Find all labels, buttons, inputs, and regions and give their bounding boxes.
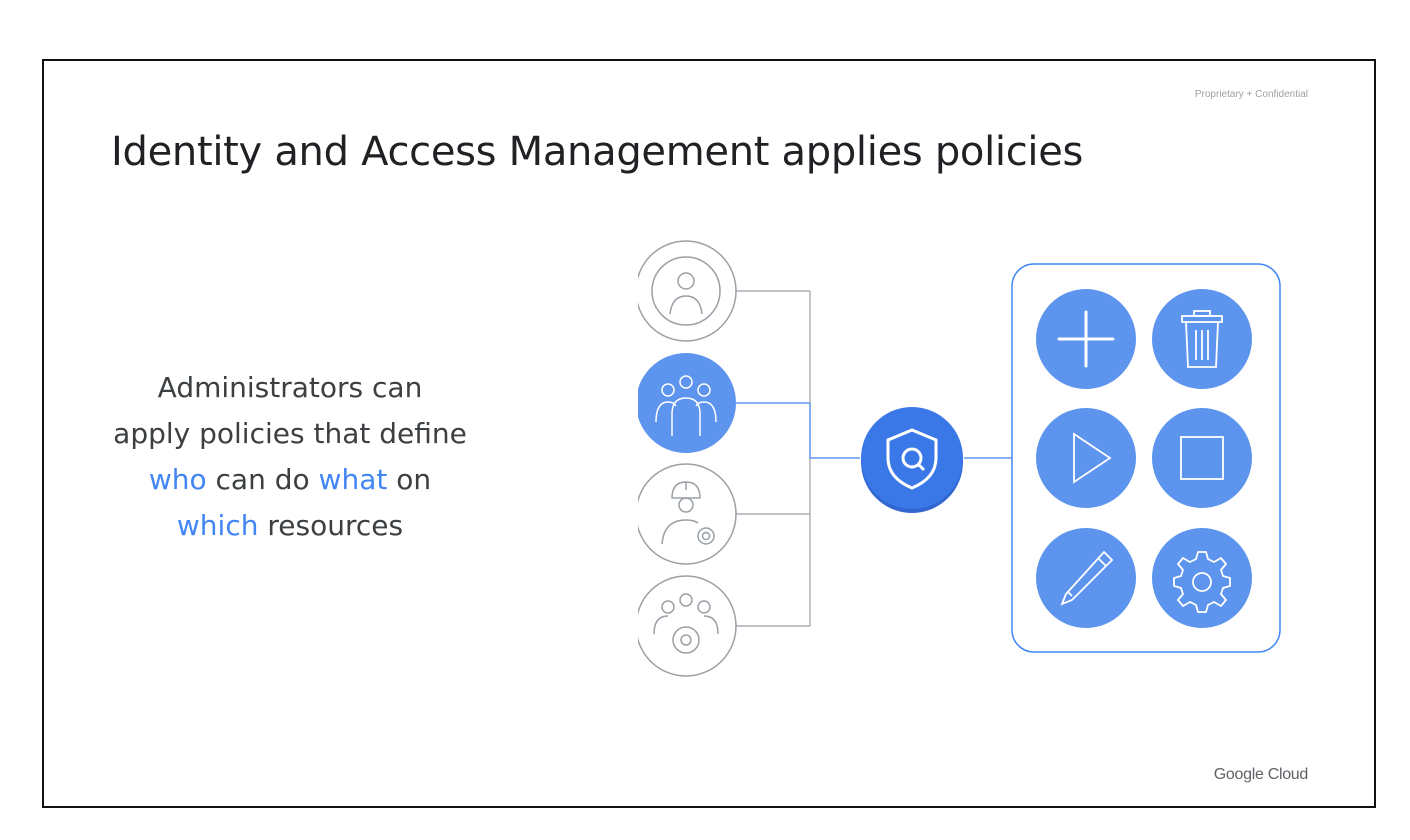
settings-icon xyxy=(1152,528,1252,628)
worker-icon xyxy=(638,463,737,565)
body-line-3: who can do what on xyxy=(84,457,496,503)
slide: Proprietary + Confidential Identity and … xyxy=(42,59,1376,808)
delete-icon xyxy=(1152,289,1252,389)
page-title: Identity and Access Management applies p… xyxy=(111,129,1084,175)
resources-text: resources xyxy=(258,509,404,542)
stop-icon xyxy=(1152,408,1252,508)
connector-lines xyxy=(736,290,1012,627)
body-line-2: apply policies that define xyxy=(113,417,467,450)
edit-icon xyxy=(1036,528,1136,628)
confidential-label: Proprietary + Confidential xyxy=(1194,89,1308,100)
what-word: what xyxy=(318,463,388,496)
start-icon xyxy=(1036,408,1136,508)
iam-shield-icon xyxy=(861,407,963,513)
on-text: on xyxy=(387,463,432,496)
body-line-1: Administrators can xyxy=(157,371,423,404)
google-cloud-logo: Google Cloud xyxy=(1213,766,1309,783)
can-do-text: can do xyxy=(206,463,319,496)
user-icon xyxy=(638,240,737,342)
who-word: who xyxy=(148,463,207,496)
create-icon xyxy=(1036,289,1136,389)
body-text: Administrators can apply policies that d… xyxy=(84,365,496,549)
group-icon xyxy=(638,353,736,453)
iam-diagram xyxy=(638,240,1281,677)
body-line-4: which resources xyxy=(84,503,496,549)
which-word: which xyxy=(176,509,259,542)
admin-group-icon xyxy=(638,575,737,677)
